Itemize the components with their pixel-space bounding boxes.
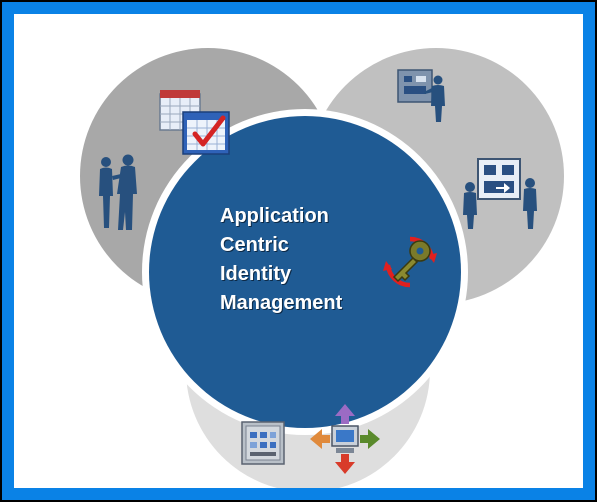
network-board-people-icon [463, 158, 537, 229]
center-title-line-3: Identity [220, 263, 292, 285]
center-title: Application Centric Identity Management [220, 202, 342, 318]
center-title-line-4: Management [220, 292, 343, 314]
device-panel-icon [241, 421, 285, 465]
center-title-line-2: Centric [220, 234, 289, 256]
business-people-icon [99, 154, 137, 230]
presentation-person-icon [397, 69, 445, 122]
center-title-line-1: Application [220, 205, 329, 227]
center-circle [149, 116, 461, 428]
key-cycle-icon [383, 236, 437, 288]
diagram-canvas: Application Centric Identity Management [28, 28, 583, 488]
computer-arrows-icon [310, 404, 380, 474]
checklist-calendar-icon [182, 111, 230, 155]
